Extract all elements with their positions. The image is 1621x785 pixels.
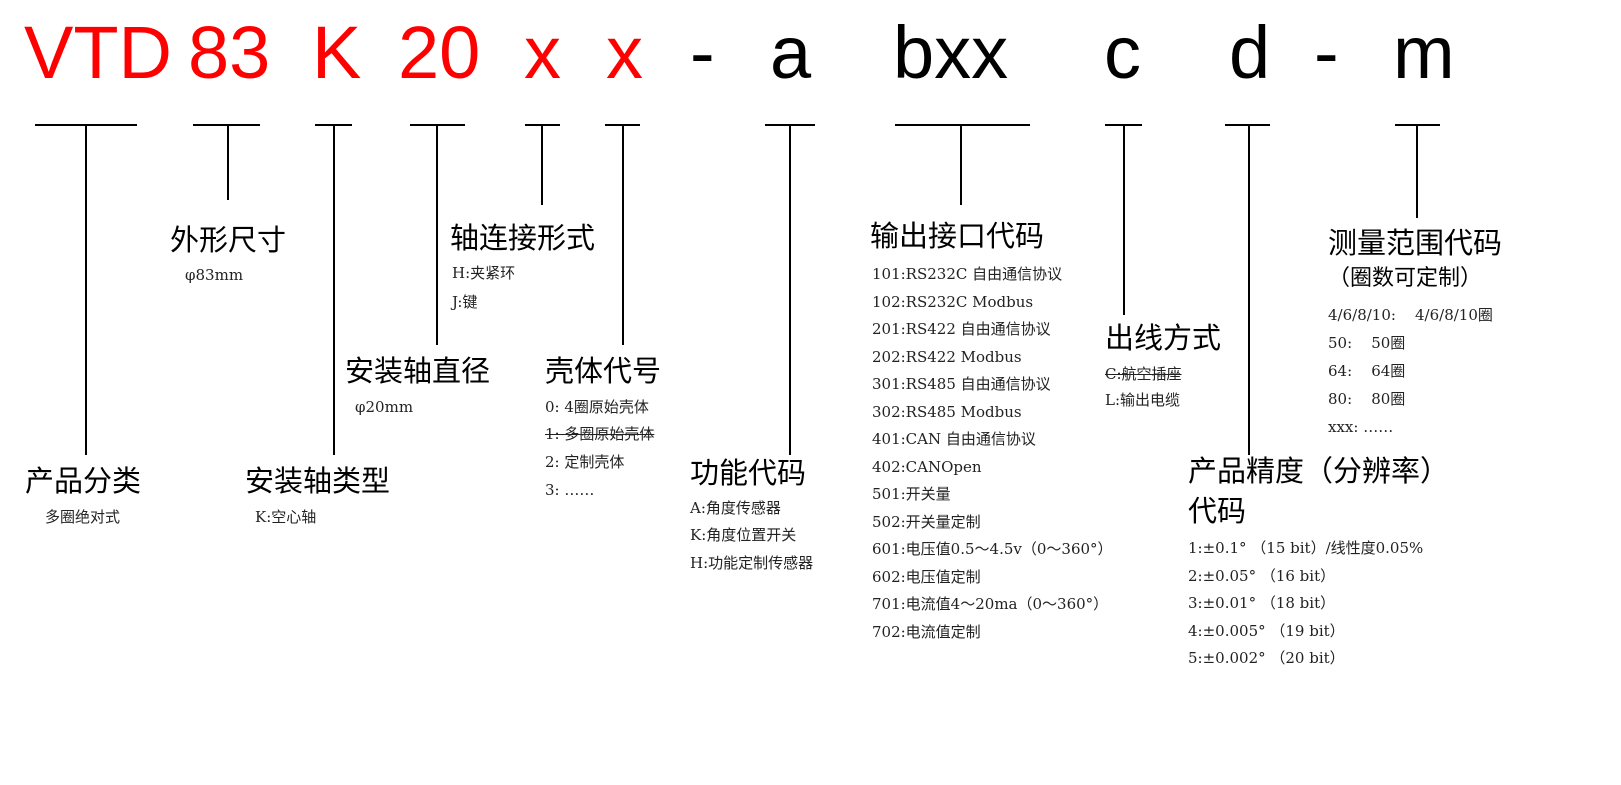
- underline: [895, 124, 1030, 126]
- leader-line: [85, 125, 87, 455]
- housing-item-deprecated: 1: 多圈原始壳体: [545, 425, 655, 443]
- func-title: 功能代码: [690, 456, 807, 490]
- output-item: 402:CANOpen: [872, 457, 982, 476]
- precision-title: 产品精度（分辨率）: [1188, 454, 1450, 488]
- underline: [1225, 124, 1270, 126]
- output-item: 502:开关量定制: [872, 512, 981, 531]
- housing-item: 0: 4圈原始壳体: [545, 398, 649, 416]
- housing-title: 壳体代号: [545, 354, 662, 388]
- range-item: 64: 64圈: [1328, 362, 1406, 380]
- output-item: 702:电流值定制: [872, 622, 981, 641]
- output-item: 601:电压值0.5～4.5v（0～360°）: [872, 540, 1113, 558]
- underline: [193, 124, 260, 126]
- precision-item: 1:±0.1° （15 bit）/线性度0.05%: [1188, 539, 1424, 557]
- code-conn: x: [524, 11, 561, 94]
- leader-line: [541, 125, 543, 205]
- leader-line: [789, 125, 791, 455]
- leader-line: [1416, 125, 1418, 218]
- category-item: 多圈绝对式: [45, 508, 121, 526]
- shaft-type-title: 安装轴类型: [245, 464, 391, 498]
- code-housing: x: [606, 11, 643, 94]
- housing-item: 2: 定制壳体: [545, 453, 625, 471]
- code-shaft-type: K: [312, 11, 362, 94]
- code-size: 83: [188, 11, 271, 94]
- range-item: 4/6/8/10: 4/6/8/10圈: [1328, 306, 1493, 324]
- output-item: 301:RS485 自由通信协议: [872, 375, 1051, 393]
- output-item: 602:电压值定制: [872, 567, 981, 586]
- code-vtd: VTD: [24, 11, 172, 94]
- outlet-item-deprecated: C:航空插座: [1105, 365, 1182, 383]
- code-dash: -: [690, 11, 715, 94]
- precision-item: 2:±0.05° （16 bit）: [1188, 566, 1336, 585]
- leader-line: [436, 125, 438, 345]
- range-list: 4/6/8/10: 4/6/8/10圈 50: 50圈 64: 64圈 80: …: [1328, 301, 1493, 441]
- leader-line: [622, 125, 624, 345]
- category-title: 产品分类: [25, 464, 142, 498]
- range-title-2: （圈数可定制）: [1328, 266, 1483, 291]
- code-shaft-dia: 20: [398, 11, 481, 94]
- code-output: bxx: [893, 11, 1009, 94]
- leader-line: [227, 125, 229, 200]
- func-item: H:功能定制传感器: [690, 554, 814, 572]
- precision-list: 1:±0.1° （15 bit）/线性度0.05% 2:±0.05° （16 b…: [1188, 535, 1423, 673]
- output-item: 302:RS485 Modbus: [872, 402, 1022, 421]
- code-precision: d: [1229, 11, 1271, 94]
- output-item: 501:开关量: [872, 485, 951, 503]
- code-dash: -: [1314, 11, 1339, 94]
- leader-line: [1123, 125, 1125, 315]
- output-item: 701:电流值4～20ma（0～360°）: [872, 595, 1109, 613]
- func-item: A:角度传感器: [690, 499, 781, 517]
- precision-item: 4:±0.005° （19 bit）: [1188, 621, 1345, 640]
- range-item: 50: 50圈: [1328, 334, 1406, 352]
- size-title: 外形尺寸: [170, 223, 287, 257]
- range-title: 测量范围代码: [1328, 226, 1503, 260]
- output-item: 401:CAN 自由通信协议: [872, 430, 1036, 448]
- size-item: φ83mm: [185, 266, 244, 284]
- shaft-type-item: K:空心轴: [255, 508, 317, 526]
- output-list: 101:RS232C 自由通信协议 102:RS232C Modbus 201:…: [872, 261, 1113, 646]
- precision-item: 3:±0.01° （18 bit）: [1188, 594, 1336, 612]
- output-item: 202:RS422 Modbus: [872, 347, 1022, 366]
- housing-item: 3: ……: [545, 481, 595, 499]
- code-range: m: [1393, 11, 1455, 94]
- leader-line: [960, 125, 962, 205]
- leader-line: [1248, 125, 1250, 455]
- conn-item: H:夹紧环: [452, 264, 516, 282]
- leader-line: [333, 125, 335, 455]
- output-item: 101:RS232C 自由通信协议: [872, 265, 1063, 283]
- shaft-dia-item: φ20mm: [355, 398, 414, 416]
- output-title: 输出接口代码: [870, 219, 1045, 253]
- outlet-title: 出线方式: [1105, 321, 1222, 355]
- code-outlet: c: [1104, 11, 1141, 94]
- output-item: 102:RS232C Modbus: [872, 292, 1034, 311]
- outlet-item: L:输出电缆: [1105, 391, 1181, 409]
- range-item: 80: 80圈: [1328, 390, 1406, 408]
- range-item: xxx: ……: [1328, 418, 1394, 436]
- conn-title: 轴连接形式: [450, 221, 596, 255]
- conn-item: J:键: [452, 293, 478, 311]
- func-item: K:角度位置开关: [690, 526, 797, 544]
- precision-item: 5:±0.002° （20 bit）: [1188, 649, 1345, 667]
- output-item: 201:RS422 自由通信协议: [872, 320, 1051, 338]
- shaft-dia-title: 安装轴直径: [345, 354, 491, 388]
- code-func: a: [770, 11, 812, 94]
- precision-title-2: 代码: [1188, 494, 1247, 528]
